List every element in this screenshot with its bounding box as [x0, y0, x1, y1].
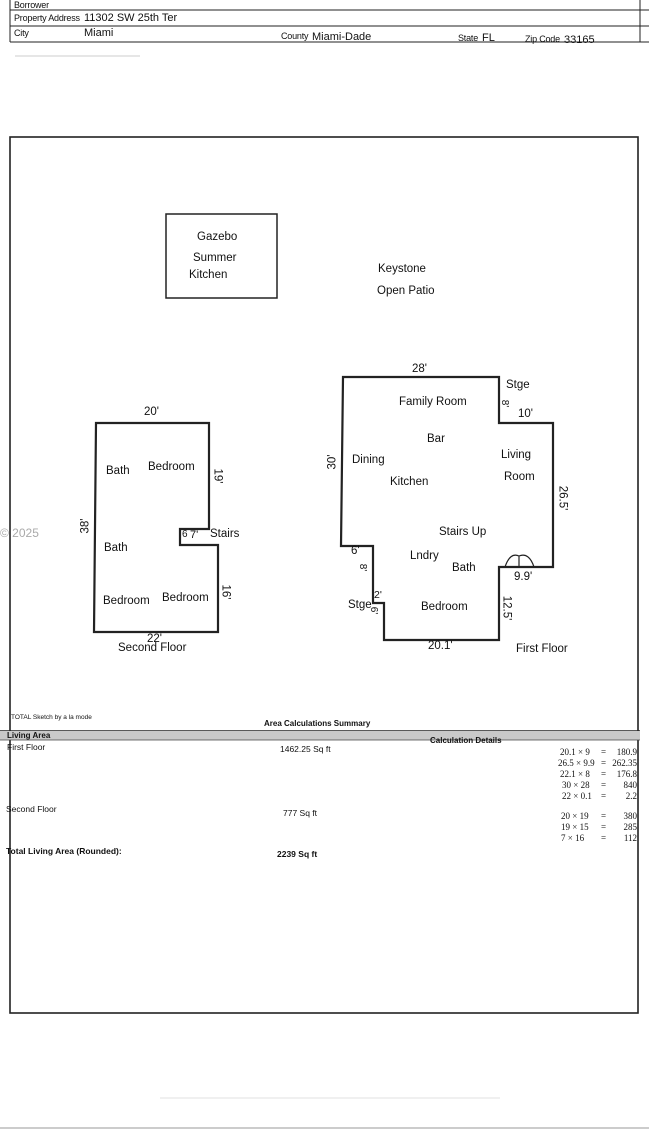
room-label: Room: [504, 471, 535, 483]
calc-line: 20 × 19=380: [561, 811, 637, 821]
calc-line: 30 × 28=840: [562, 780, 637, 790]
dim-30: 30': [326, 454, 339, 470]
first-floor-label: First Floor: [516, 643, 568, 655]
calc-first-floor: 20.1 × 9=180.9 26.5 × 9.9=262.35 22.1 × …: [558, 747, 638, 802]
city-label: City: [14, 28, 29, 38]
second-stairs: Stairs: [210, 528, 240, 540]
address-value: 11302 SW 25th Ter: [84, 12, 178, 24]
outdoor-kitchen-label: Kitchen: [189, 269, 228, 281]
dim-12-5: 12.5': [500, 595, 513, 621]
dim-2: 2': [374, 589, 382, 601]
zip-label: Zip Code: [525, 34, 560, 44]
calc-second-floor: 20 × 19=380 19 × 15=285 7 × 16=112: [560, 811, 638, 844]
address-label: Property Address: [14, 13, 80, 23]
storage-label-top: Stge: [506, 379, 530, 391]
dim-8-top: 8': [499, 399, 511, 408]
bar-label: Bar: [427, 433, 445, 445]
dim-6-left: 6': [351, 545, 360, 557]
dim-9-9: 9.9': [514, 571, 533, 583]
dim-6-bottom: 6': [368, 606, 380, 615]
family-room-label: Family Room: [399, 396, 467, 408]
dim-22: 22': [147, 633, 162, 645]
first-floor-row-area: 1462.25 Sq ft: [280, 744, 331, 754]
summary-header-band: [0, 731, 640, 740]
dim-10: 10': [518, 408, 533, 420]
total-value: 2239 Sq ft: [277, 849, 318, 859]
gazebo-outline: [165, 213, 278, 299]
summary-title: Area Calculations Summary: [264, 719, 371, 728]
first-bath-label: Bath: [452, 562, 476, 574]
second-bedroom-3: Bedroom: [162, 592, 209, 604]
total-label: Total Living Area (Rounded):: [6, 846, 122, 856]
state-value: FL: [482, 32, 495, 44]
dim-38: 38': [79, 518, 92, 534]
second-floor-row-area: 777 Sq ft: [283, 808, 318, 818]
living-label: Living: [501, 449, 532, 461]
calc-line: 26.5 × 9.9=262.35: [558, 758, 637, 768]
dim-7: 7': [190, 529, 199, 541]
dim-8-left: 8': [357, 563, 369, 572]
door-swing: [504, 554, 535, 568]
open-patio-label: Open Patio: [377, 285, 435, 297]
dim-20-1: 20.1': [428, 640, 453, 652]
stairs-up-label: Stairs Up: [439, 526, 487, 538]
second-floor-label: Second Floor: [118, 642, 187, 654]
dim-26-5: 26.5': [556, 485, 569, 511]
second-bedroom-1: Bedroom: [148, 461, 195, 473]
zip-value: 33165: [564, 34, 595, 46]
gazebo-label: Gazebo: [197, 231, 238, 243]
calc-line: 22 × 0.1=2.2: [562, 791, 637, 801]
dim-19: 19': [211, 468, 224, 484]
calc-line: 22.1 × 8=176.8: [560, 769, 637, 779]
calc-line: 7 × 16=112: [561, 833, 637, 843]
county-label: County: [281, 31, 309, 41]
borrower-label: Borrower: [14, 0, 49, 10]
dim-6: 6: [182, 529, 188, 540]
dim-20: 20': [144, 406, 159, 418]
second-floor-row-label: Second Floor: [6, 804, 57, 814]
county-value: Miami-Dade: [312, 31, 372, 43]
storage-label-bottom: Stge: [348, 599, 372, 611]
second-bedroom-2: Bedroom: [103, 595, 150, 607]
laundry-label: Lndry: [410, 550, 439, 562]
first-bedroom-label: Bedroom: [421, 601, 468, 613]
first-floor-outline: [339, 375, 555, 642]
calc-line: 20.1 × 9=180.9: [560, 747, 637, 757]
living-area-header: Living Area: [7, 731, 51, 740]
dining-label: Dining: [352, 454, 385, 466]
calc-details-header: Calculation Details: [430, 736, 502, 745]
calc-line: 19 × 15=285: [561, 822, 637, 832]
software-credit: TOTAL Sketch by a la mode: [11, 714, 92, 721]
state-label: State: [458, 33, 479, 43]
dim-28: 28': [412, 363, 427, 375]
kitchen-label: Kitchen: [390, 476, 429, 488]
city-value: Miami: [84, 27, 114, 39]
keystone-label: Keystone: [378, 263, 426, 275]
second-floor-outline: [92, 421, 220, 634]
sketch-frame: [9, 136, 639, 1014]
summer-label: Summer: [193, 252, 237, 264]
first-floor-row-label: First Floor: [7, 742, 46, 752]
second-bath-2: Bath: [104, 542, 128, 554]
second-bath-1: Bath: [106, 465, 130, 477]
header-lines: [9, 0, 649, 57]
dim-16: 16': [219, 584, 232, 600]
